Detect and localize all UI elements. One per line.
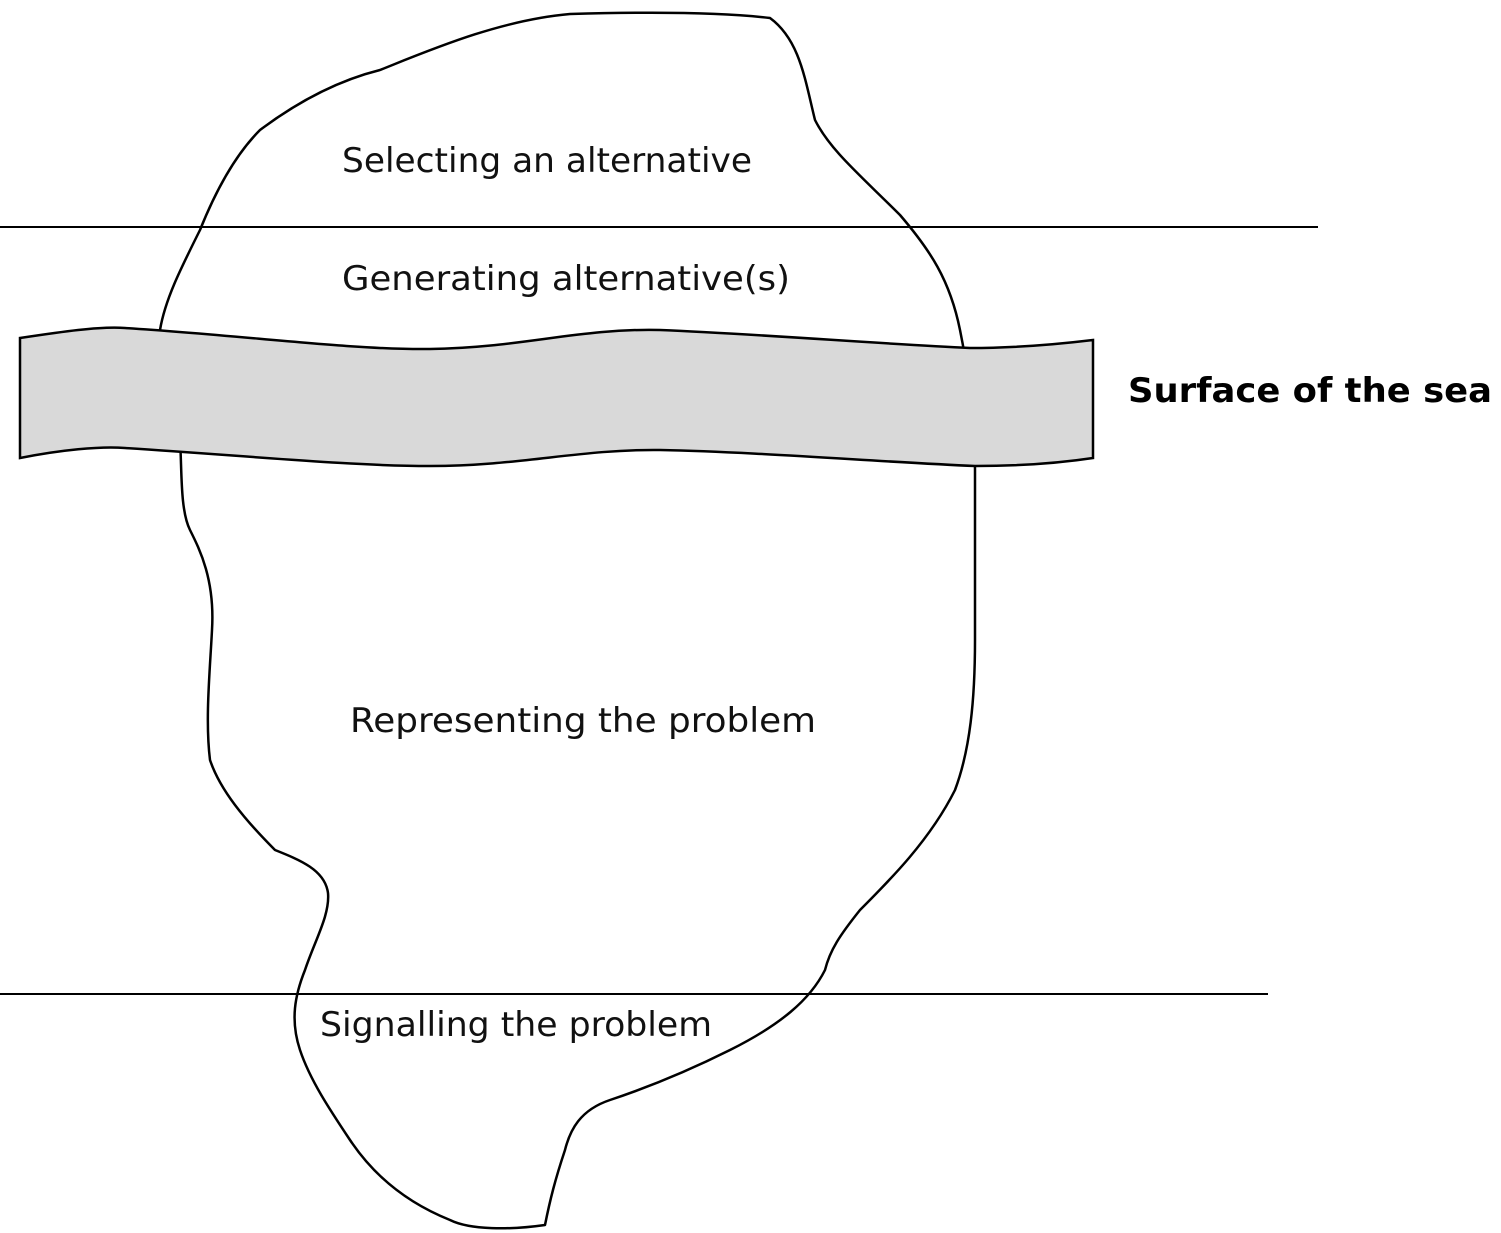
stage-label-representing: Representing the problem [350,701,816,741]
surface-of-sea-label: Surface of the sea [1128,371,1492,411]
stage-label-signalling: Signalling the problem [320,1005,712,1045]
stage-label-generating: Generating alternative(s) [342,259,790,299]
sea-surface-band [18,326,1095,468]
stage-label-selecting: Selecting an alternative [342,141,752,181]
iceberg-outline [158,11,977,1230]
